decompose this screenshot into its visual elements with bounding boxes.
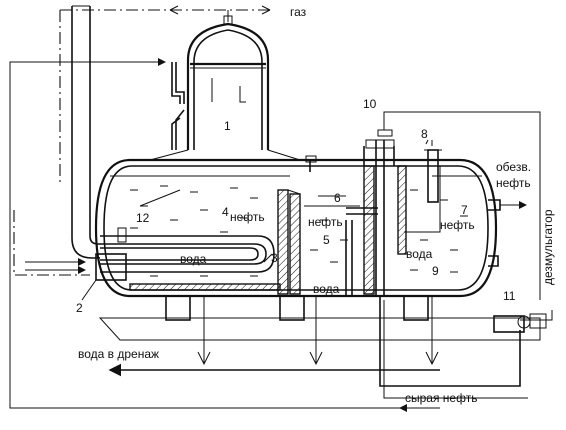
callout-12: 12 <box>136 211 150 225</box>
oil-chamber <box>305 155 378 295</box>
callout-11: 11 <box>503 289 516 303</box>
water-coil-label: вода <box>180 252 207 266</box>
pump-11 <box>493 313 547 333</box>
crude-oil-label: сырая нефть <box>405 391 477 405</box>
burner-pipe <box>71 5 100 259</box>
left-outer-lines <box>9 10 400 409</box>
gas-line <box>60 5 271 22</box>
callout-4: 4 <box>222 205 229 219</box>
leader-lines <box>81 139 429 301</box>
callout-3: 3 <box>271 251 278 265</box>
oil-label-5: нефть <box>308 215 343 229</box>
water-label-5: вода <box>313 282 340 296</box>
right-compartment <box>397 140 442 255</box>
gas-dome-1 <box>171 15 270 150</box>
supports <box>98 295 541 341</box>
gas-label: газ <box>290 5 307 19</box>
main-vessel <box>94 149 498 298</box>
callout-9: 9 <box>432 264 439 278</box>
heating-coil <box>95 227 275 281</box>
callout-8: 8 <box>421 127 428 141</box>
callout-7: 7 <box>461 203 468 217</box>
oil-label-4: нефть <box>230 210 265 224</box>
baffle-partitions <box>129 189 301 295</box>
water-label-9: вода <box>406 247 433 261</box>
callout-2: 2 <box>76 301 83 315</box>
water-drain-label: вода в дренаж <box>78 347 159 361</box>
outlet-nozzle <box>488 199 527 267</box>
callout-10: 10 <box>363 97 377 111</box>
callout-1: 1 <box>224 119 231 133</box>
demulsifier-label: дезмульгатор <box>541 209 555 285</box>
liquid-marks <box>130 185 468 277</box>
callout-6: 6 <box>334 191 341 205</box>
drain-lines <box>108 296 440 377</box>
crude-oil-lines <box>379 296 553 412</box>
dehydrated-oil-label-1: обезв. <box>496 160 531 174</box>
dehydrated-oil-label-2: нефть <box>496 176 531 190</box>
callout-5: 5 <box>323 233 330 247</box>
riser-pipes <box>345 111 541 300</box>
oil-label-7: нефть <box>440 218 475 232</box>
